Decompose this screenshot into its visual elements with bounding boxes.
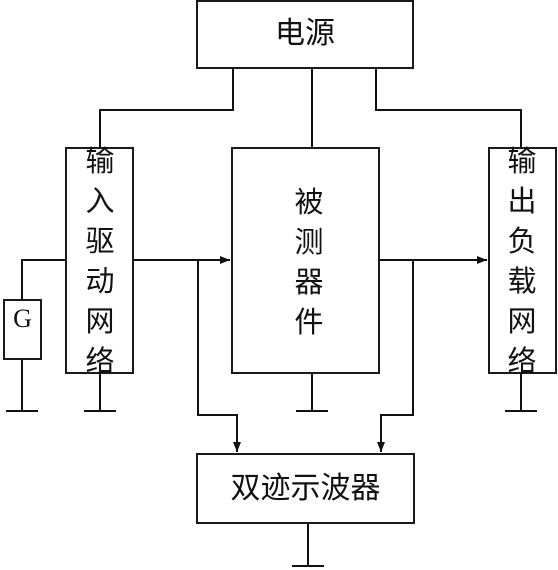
ground-oscilloscope (292, 523, 324, 567)
ground-device (296, 372, 328, 412)
input-network-box (65, 147, 134, 374)
wire-power-to-output (375, 68, 522, 148)
generator-label: G (13, 304, 32, 333)
ground-generator (6, 358, 38, 412)
ground-input-network (84, 372, 116, 412)
ground-output-network (505, 372, 537, 412)
device-under-test-label: 被测器件 (294, 185, 324, 339)
wire-power-to-input (99, 68, 234, 148)
wire-input-probe-to-scope (197, 260, 241, 452)
power-supply-label: 电源 (275, 16, 335, 51)
generator-box (3, 299, 42, 360)
device-under-test-box (231, 147, 380, 374)
oscilloscope-box (196, 453, 415, 524)
output-network-label: 输出负载网络 (507, 144, 537, 378)
power-supply-box (196, 0, 414, 69)
input-network-label: 输入驱动网络 (85, 144, 115, 378)
output-network-box (488, 147, 557, 374)
wire-output-probe-to-scope (377, 260, 414, 452)
wire-generator-to-input (21, 259, 66, 300)
oscilloscope-label: 双迹示波器 (230, 471, 381, 506)
